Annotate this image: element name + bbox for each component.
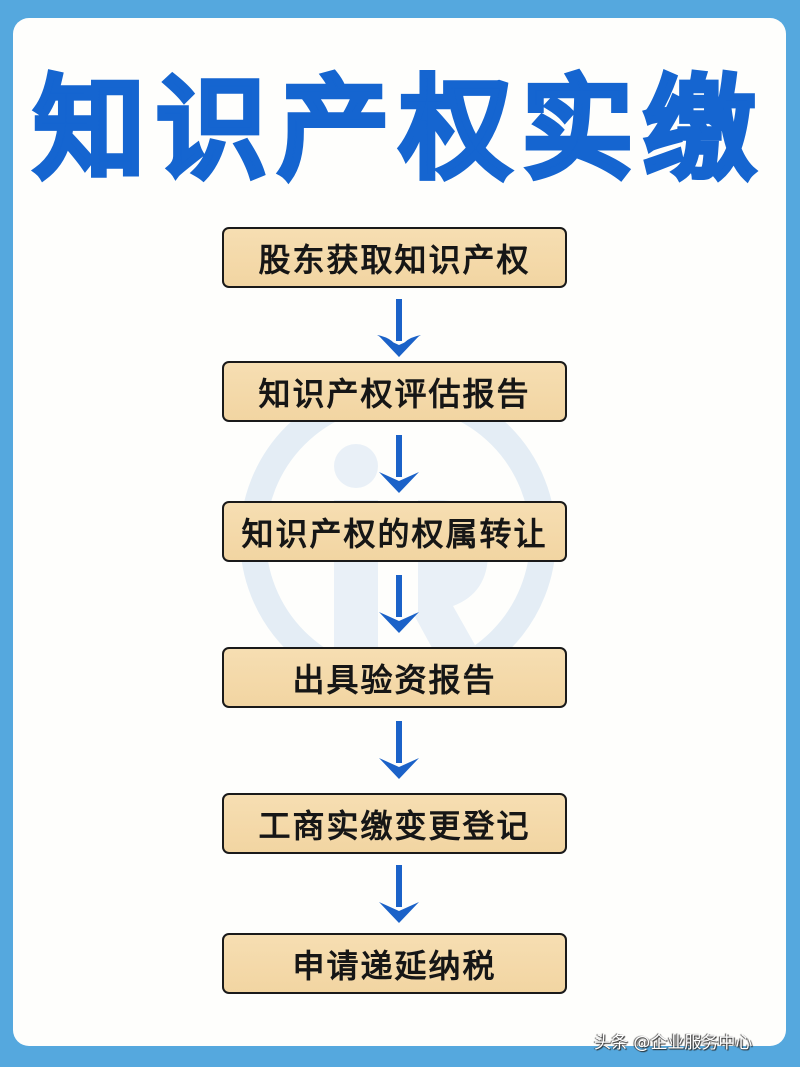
footer-attribution: 头条 @企业服务中心 bbox=[594, 1033, 753, 1053]
step-label: 申请递延纳税 bbox=[292, 946, 497, 985]
step-box-5: 工商实缴变更登记 bbox=[222, 793, 567, 854]
arrow-down-icon bbox=[379, 575, 419, 633]
arrow-down-icon bbox=[377, 299, 421, 357]
step-label: 知识产权的权属转让 bbox=[241, 514, 548, 553]
step-box-3: 知识产权的权属转让 bbox=[222, 501, 567, 562]
page-title: 知识产权实缴 bbox=[32, 65, 766, 195]
content-card: 知识产权实缴 股东获取知识产权 知识产权评估报告 知识产权的权属转让 出具验资报… bbox=[13, 18, 786, 1046]
step-box-2: 知识产权评估报告 bbox=[222, 361, 567, 422]
step-box-4: 出具验资报告 bbox=[222, 647, 567, 708]
step-label: 出具验资报告 bbox=[292, 660, 497, 699]
arrow-down-icon bbox=[379, 865, 419, 923]
step-label: 工商实缴变更登记 bbox=[258, 806, 531, 845]
arrow-down-icon bbox=[379, 721, 419, 779]
step-label: 股东获取知识产权 bbox=[258, 240, 531, 279]
arrow-down-icon bbox=[379, 435, 419, 493]
step-box-6: 申请递延纳税 bbox=[222, 933, 567, 994]
step-box-1: 股东获取知识产权 bbox=[222, 227, 567, 288]
step-label: 知识产权评估报告 bbox=[258, 374, 531, 413]
